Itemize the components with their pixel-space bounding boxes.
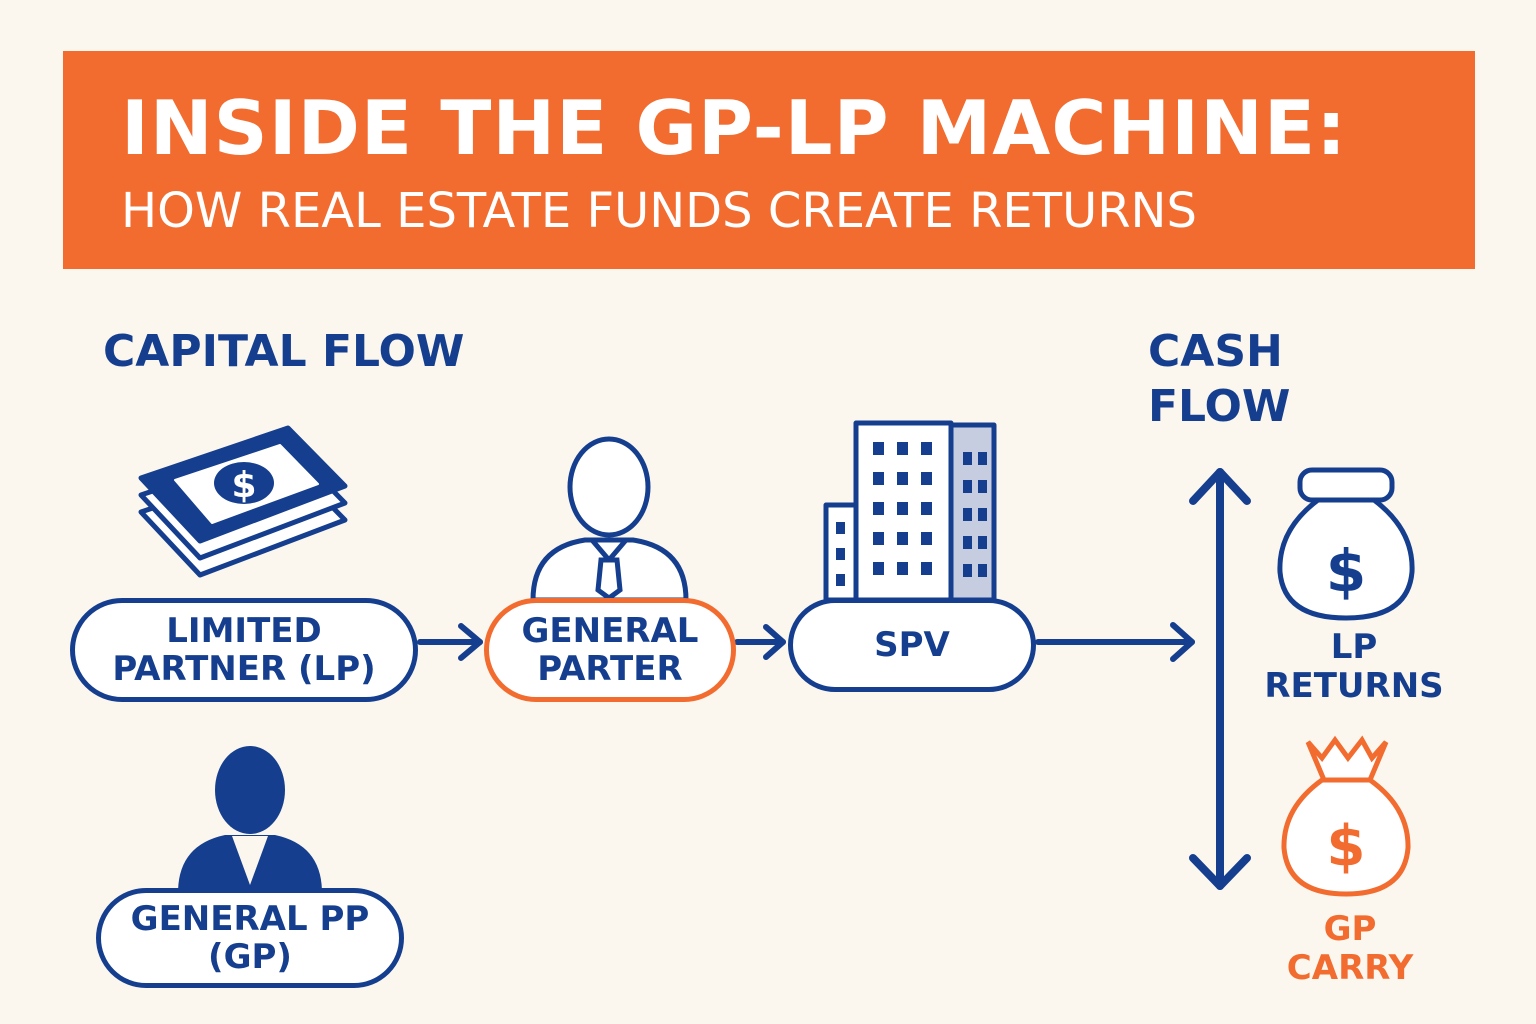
person-icon — [178, 746, 322, 893]
arrow-spv-to-cashflow-head — [1170, 622, 1195, 662]
cash-stack-dollar: $ — [231, 465, 256, 506]
general-parter-node: GENERAL PARTER — [484, 598, 736, 702]
limited-partner-node: LIMITED PARTNER (LP) — [70, 598, 418, 702]
gp-bag-dollar: $ — [1327, 814, 1366, 879]
page-title: INSIDE THE GP-LP MACHINE: — [121, 84, 1348, 172]
arrow-lp-to-gp-head — [458, 623, 483, 661]
capital-flow-heading: CAPITAL FLOW — [103, 326, 465, 377]
cash-flow-heading: CASH FLOW — [1148, 326, 1291, 432]
office-building-icon — [823, 420, 997, 603]
gp-carry-label: GP CARRY — [1286, 909, 1414, 989]
lp-bag-dollar: $ — [1326, 537, 1366, 605]
arrow-gp-to-spv-head — [763, 624, 786, 660]
cash-stack-icon: $ — [138, 425, 348, 578]
spv-node: SPV — [788, 598, 1036, 692]
title-banner: INSIDE THE GP-LP MACHINE: HOW REAL ESTAT… — [63, 51, 1475, 269]
lp-returns-label: LP RETURNS — [1264, 627, 1444, 707]
general-pp-node: GENERAL PP (GP) — [96, 888, 404, 988]
page-subtitle: HOW REAL ESTATE FUNDS CREATE RETURNS — [121, 183, 1197, 239]
person-with-tie-icon — [530, 436, 689, 603]
cash-flow-double-arrow — [1189, 468, 1251, 890]
money-bag-icon: $ — [1277, 467, 1415, 621]
money-bag-icon: $ — [1281, 735, 1411, 897]
